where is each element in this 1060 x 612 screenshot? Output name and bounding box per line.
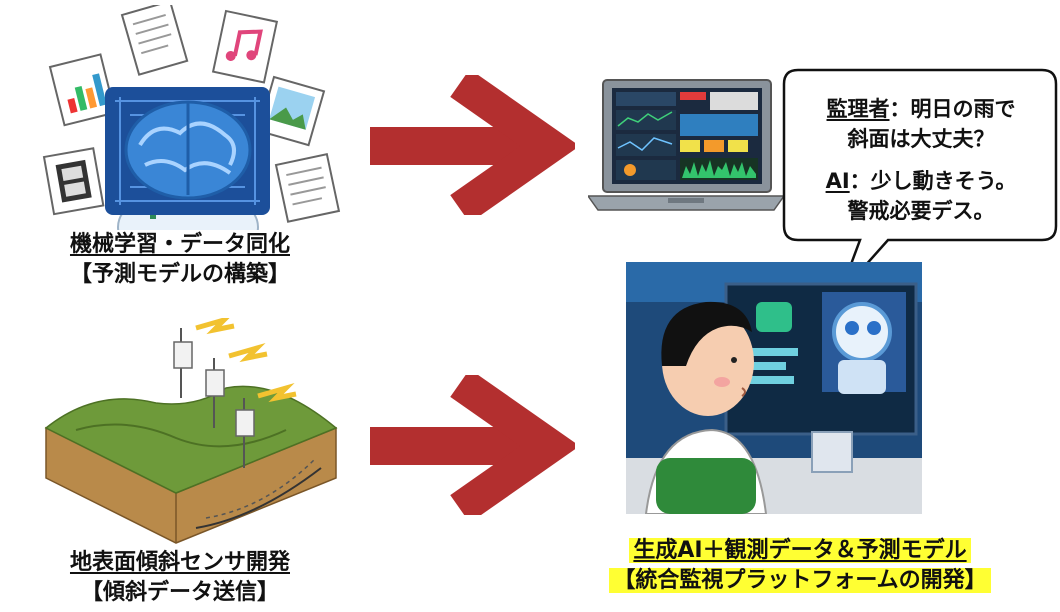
film-document-icon xyxy=(42,147,105,216)
music-document-icon xyxy=(211,9,279,84)
speech-line-1: 監理者：明日の雨で xyxy=(790,94,1052,124)
machine-learning-illustration xyxy=(42,5,341,230)
platform-caption-title: 生成AI＋観測データ＆予測モデル xyxy=(629,538,971,563)
ml-caption: 機械学習・データ同化 【予測モデルの構築】 xyxy=(20,230,340,290)
ml-caption-title: 機械学習・データ同化 xyxy=(69,232,290,257)
speaker-supervisor: 監理者 xyxy=(826,97,890,121)
speech-line-3: AI：少し動きそう。 xyxy=(790,166,1052,196)
brain-icon xyxy=(124,100,252,200)
platform-caption-subtitle: 【統合監視プラットフォームの開発】 xyxy=(609,568,991,593)
arrow-right-icon xyxy=(370,75,575,215)
slope-sensor-illustration xyxy=(44,318,338,544)
ai-robot-icon xyxy=(822,292,906,394)
sensor-caption-title: 地表面傾斜センサ開発 xyxy=(69,550,290,575)
ml-caption-subtitle: 【予測モデルの構築】 xyxy=(69,262,290,287)
sensor-caption-subtitle: 【傾斜データ送信】 xyxy=(80,580,279,605)
speaker-ai: AI xyxy=(825,169,850,193)
sensor-caption: 地表面傾斜センサ開発 【傾斜データ送信】 xyxy=(20,548,340,608)
speech-line-3-text: ：少し動きそう。 xyxy=(849,169,1017,193)
chart-document-icon xyxy=(48,53,117,127)
tilt-sensor-icon xyxy=(173,318,235,398)
arrow-right-icon xyxy=(370,375,575,515)
tilt-sensor-icon xyxy=(235,382,297,468)
photo-document-icon xyxy=(257,75,326,147)
speech-line-4: 警戒必要デス。 xyxy=(847,199,995,223)
text-document-icon-2 xyxy=(274,153,341,223)
speech-line-2: 斜面は大丈夫？ xyxy=(847,127,995,151)
text-document-icon xyxy=(120,5,189,76)
speech-line-1-text: ：明日の雨で xyxy=(889,97,1016,121)
laptop-dashboard-illustration xyxy=(588,79,784,211)
platform-caption: 生成AI＋観測データ＆予測モデル 【統合監視プラットフォームの開発】 xyxy=(560,536,1040,596)
operator-ai-illustration xyxy=(626,262,922,514)
tilt-sensor-icon xyxy=(205,342,268,428)
